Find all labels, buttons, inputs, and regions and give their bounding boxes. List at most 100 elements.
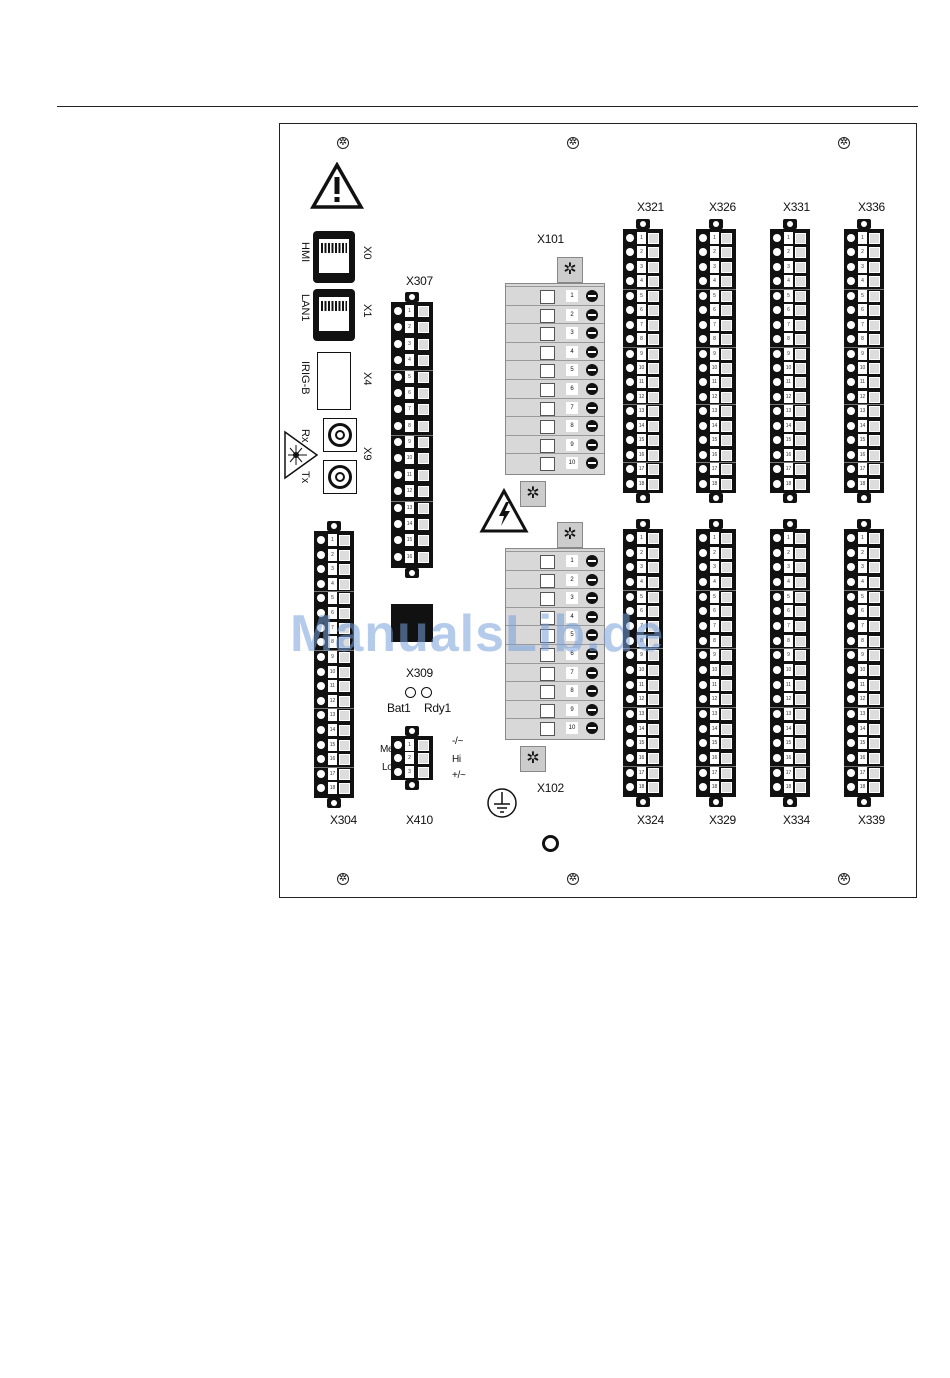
current-terminal-position[interactable]: 9 xyxy=(506,699,604,719)
rx-fiber-connector[interactable] xyxy=(323,418,357,452)
terminal-position[interactable]: 2 xyxy=(844,245,884,259)
terminal-position[interactable]: 12 xyxy=(844,390,884,403)
terminal-position[interactable]: 10 xyxy=(623,663,663,677)
terminal-position[interactable]: 5 xyxy=(623,289,663,302)
terminal-position[interactable]: 16 xyxy=(391,550,433,565)
terminal-position[interactable]: 14 xyxy=(391,517,433,532)
terminal-position[interactable]: 3 xyxy=(770,560,810,574)
terminal-position[interactable]: 3 xyxy=(696,560,736,574)
terminal-position[interactable]: 2 xyxy=(391,751,433,765)
terminal-position[interactable]: 7 xyxy=(696,619,736,633)
terminal-block-x309[interactable] xyxy=(391,604,433,642)
terminal-position[interactable]: 18 xyxy=(770,780,810,794)
terminal-position[interactable]: 16 xyxy=(623,751,663,765)
terminal-position[interactable]: 4 xyxy=(844,274,884,288)
terminal-position[interactable]: 5 xyxy=(844,289,884,302)
terminal-position[interactable]: 6 xyxy=(844,303,884,317)
terminal-position[interactable]: 7 xyxy=(770,318,810,331)
terminal-position[interactable]: 11 xyxy=(770,375,810,389)
terminal-position[interactable]: 6 xyxy=(314,606,354,620)
terminal-position[interactable]: 4 xyxy=(391,353,433,368)
terminal-position[interactable]: 8 xyxy=(391,419,433,434)
terminal-position[interactable]: 17 xyxy=(844,462,884,476)
terminal-position[interactable]: 7 xyxy=(391,402,433,417)
current-terminal-position[interactable]: 6 xyxy=(506,379,604,398)
terminal-position[interactable]: 15 xyxy=(770,736,810,750)
current-terminal-position[interactable]: 8 xyxy=(506,681,604,700)
terminal-position[interactable]: 6 xyxy=(696,604,736,618)
terminal-position[interactable]: 15 xyxy=(696,736,736,750)
terminal-position[interactable]: 8 xyxy=(623,634,663,648)
terminal-position[interactable]: 7 xyxy=(844,619,884,633)
terminal-position[interactable]: 13 xyxy=(391,501,433,516)
terminal-position[interactable]: 12 xyxy=(696,692,736,706)
current-terminal-position[interactable]: 4 xyxy=(506,341,604,361)
terminal-position[interactable]: 2 xyxy=(314,548,354,562)
terminal-position[interactable]: 9 xyxy=(623,648,663,662)
terminal-position[interactable]: 10 xyxy=(770,663,810,677)
terminal-position[interactable]: 2 xyxy=(391,320,433,335)
terminal-position[interactable]: 14 xyxy=(623,722,663,736)
terminal-position[interactable]: 1 xyxy=(391,738,433,751)
terminal-position[interactable]: 10 xyxy=(391,451,433,466)
terminal-position[interactable]: 16 xyxy=(314,752,354,766)
terminal-position[interactable]: 18 xyxy=(623,780,663,794)
terminal-position[interactable]: 1 xyxy=(844,231,884,244)
terminal-position[interactable]: 6 xyxy=(391,386,433,401)
terminal-position[interactable]: 16 xyxy=(844,448,884,461)
terminal-position[interactable]: 17 xyxy=(314,767,354,781)
terminal-position[interactable]: 13 xyxy=(844,404,884,418)
terminal-position[interactable]: 12 xyxy=(391,484,433,499)
terminal-position[interactable]: 1 xyxy=(391,304,433,319)
terminal-position[interactable]: 11 xyxy=(623,678,663,692)
terminal-position[interactable]: 14 xyxy=(844,419,884,432)
terminal-position[interactable]: 5 xyxy=(770,590,810,604)
terminal-position[interactable]: 10 xyxy=(314,665,354,679)
terminal-position[interactable]: 13 xyxy=(770,404,810,418)
terminal-position[interactable]: 2 xyxy=(623,546,663,560)
current-terminal-position[interactable]: 7 xyxy=(506,397,604,417)
terminal-position[interactable]: 15 xyxy=(770,433,810,447)
current-terminal-position[interactable]: 2 xyxy=(506,569,604,589)
current-terminal-position[interactable]: 3 xyxy=(506,323,604,342)
terminal-position[interactable]: 2 xyxy=(844,546,884,560)
terminal-position[interactable]: 5 xyxy=(770,289,810,302)
terminal-position[interactable]: 16 xyxy=(696,751,736,765)
terminal-position[interactable]: 16 xyxy=(770,448,810,461)
terminal-position[interactable]: 4 xyxy=(696,575,736,589)
terminal-position[interactable]: 10 xyxy=(623,361,663,374)
terminal-position[interactable]: 18 xyxy=(623,477,663,490)
terminal-position[interactable]: 11 xyxy=(844,678,884,692)
current-terminal-position[interactable]: 8 xyxy=(506,416,604,435)
terminal-position[interactable]: 13 xyxy=(844,707,884,721)
terminal-position[interactable]: 12 xyxy=(696,390,736,403)
terminal-position[interactable]: 13 xyxy=(770,707,810,721)
terminal-position[interactable]: 4 xyxy=(314,577,354,591)
terminal-position[interactable]: 7 xyxy=(623,318,663,331)
terminal-position[interactable]: 4 xyxy=(623,274,663,288)
terminal-position[interactable]: 3 xyxy=(391,337,433,352)
terminal-position[interactable]: 10 xyxy=(844,361,884,374)
terminal-position[interactable]: 13 xyxy=(314,708,354,722)
terminal-position[interactable]: 13 xyxy=(623,404,663,418)
current-terminal-position[interactable]: 7 xyxy=(506,662,604,682)
terminal-position[interactable]: 2 xyxy=(696,245,736,259)
terminal-position[interactable]: 3 xyxy=(623,560,663,574)
terminal-position[interactable]: 6 xyxy=(623,604,663,618)
terminal-position[interactable]: 11 xyxy=(696,375,736,389)
current-terminal-position[interactable]: 5 xyxy=(506,360,604,379)
terminal-position[interactable]: 4 xyxy=(623,575,663,589)
terminal-position[interactable]: 14 xyxy=(770,419,810,432)
terminal-position[interactable]: 3 xyxy=(314,562,354,576)
terminal-position[interactable]: 12 xyxy=(623,390,663,403)
terminal-position[interactable]: 12 xyxy=(314,694,354,708)
